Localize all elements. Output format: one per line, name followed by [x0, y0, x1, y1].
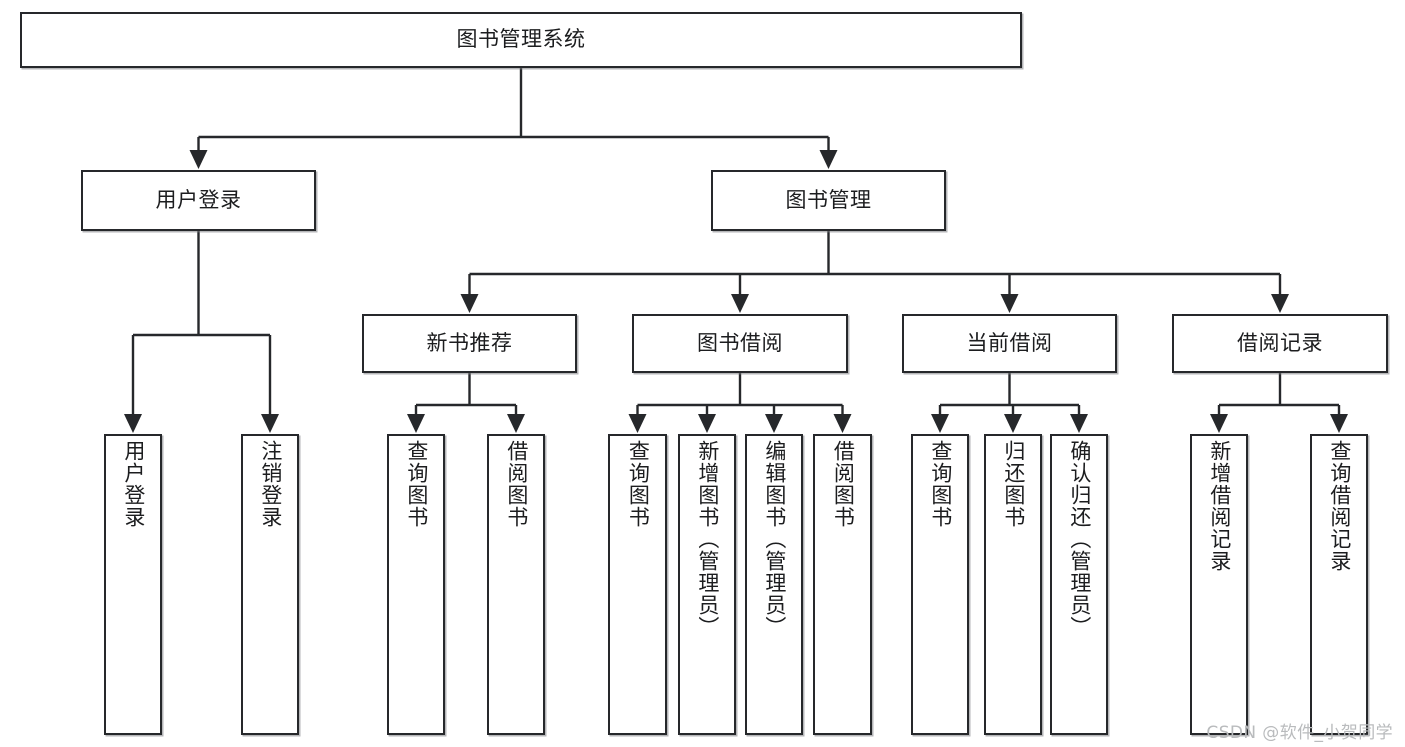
node-leaf-query-book-recommend[interactable]: 查询图书 — [387, 434, 445, 735]
node-leaf-add-borrow-record[interactable]: 新增借阅记录 — [1190, 434, 1248, 735]
node-leaf-add-book-admin-label: 新增图书（管理员） — [695, 440, 720, 638]
node-leaf-query-book-recommend-label: 查询图书 — [404, 440, 429, 528]
node-leaf-borrow-book-label: 借阅图书 — [831, 440, 856, 528]
node-leaf-query-book-current[interactable]: 查询图书 — [911, 434, 969, 735]
node-book-borrow[interactable]: 图书借阅 — [632, 314, 848, 373]
node-user-login[interactable]: 用户登录 — [81, 170, 316, 231]
node-leaf-confirm-return-admin-label: 确认归还（管理员） — [1067, 440, 1092, 638]
node-current-borrow-label: 当前借阅 — [966, 330, 1053, 355]
node-leaf-query-book-current-label: 查询图书 — [928, 440, 953, 528]
node-leaf-query-book-borrow[interactable]: 查询图书 — [608, 434, 667, 735]
node-leaf-edit-book-admin[interactable]: 编辑图书（管理员） — [745, 434, 803, 735]
node-leaf-add-book-admin[interactable]: 新增图书（管理员） — [678, 434, 736, 735]
node-leaf-borrow-book-recommend-label: 借阅图书 — [504, 440, 529, 528]
node-leaf-logout-login-label: 注销登录 — [258, 440, 283, 528]
node-leaf-add-borrow-record-label: 新增借阅记录 — [1207, 440, 1232, 572]
node-current-borrow[interactable]: 当前借阅 — [902, 314, 1117, 373]
connector-lines — [124, 68, 1348, 433]
node-new-book-recommend-label: 新书推荐 — [426, 330, 513, 355]
node-leaf-user-login[interactable]: 用户登录 — [104, 434, 162, 735]
node-leaf-borrow-book[interactable]: 借阅图书 — [813, 434, 872, 735]
watermark-credit: CSDN @软件_小贺同学 — [1206, 723, 1393, 743]
node-leaf-query-borrow-record-label: 查询借阅记录 — [1327, 440, 1352, 572]
node-book-borrow-label: 图书借阅 — [697, 330, 783, 355]
node-borrow-record[interactable]: 借阅记录 — [1172, 314, 1388, 373]
node-leaf-return-book[interactable]: 归还图书 — [984, 434, 1042, 735]
node-root-label: 图书管理系统 — [456, 27, 586, 52]
node-new-book-recommend[interactable]: 新书推荐 — [362, 314, 577, 373]
node-leaf-user-login-label: 用户登录 — [121, 440, 146, 528]
node-leaf-query-book-borrow-label: 查询图书 — [626, 440, 651, 528]
node-leaf-edit-book-admin-label: 编辑图书（管理员） — [762, 440, 787, 638]
node-leaf-logout-login[interactable]: 注销登录 — [241, 434, 299, 735]
node-leaf-return-book-label: 归还图书 — [1001, 440, 1026, 528]
node-book-management-label: 图书管理 — [785, 187, 872, 212]
node-borrow-record-label: 借阅记录 — [1237, 330, 1323, 355]
node-user-login-label: 用户登录 — [155, 187, 242, 212]
node-root[interactable]: 图书管理系统 — [20, 12, 1022, 68]
node-leaf-borrow-book-recommend[interactable]: 借阅图书 — [487, 434, 545, 735]
node-leaf-query-borrow-record[interactable]: 查询借阅记录 — [1310, 434, 1368, 735]
node-book-management[interactable]: 图书管理 — [711, 170, 946, 231]
node-leaf-confirm-return-admin[interactable]: 确认归还（管理员） — [1050, 434, 1108, 735]
